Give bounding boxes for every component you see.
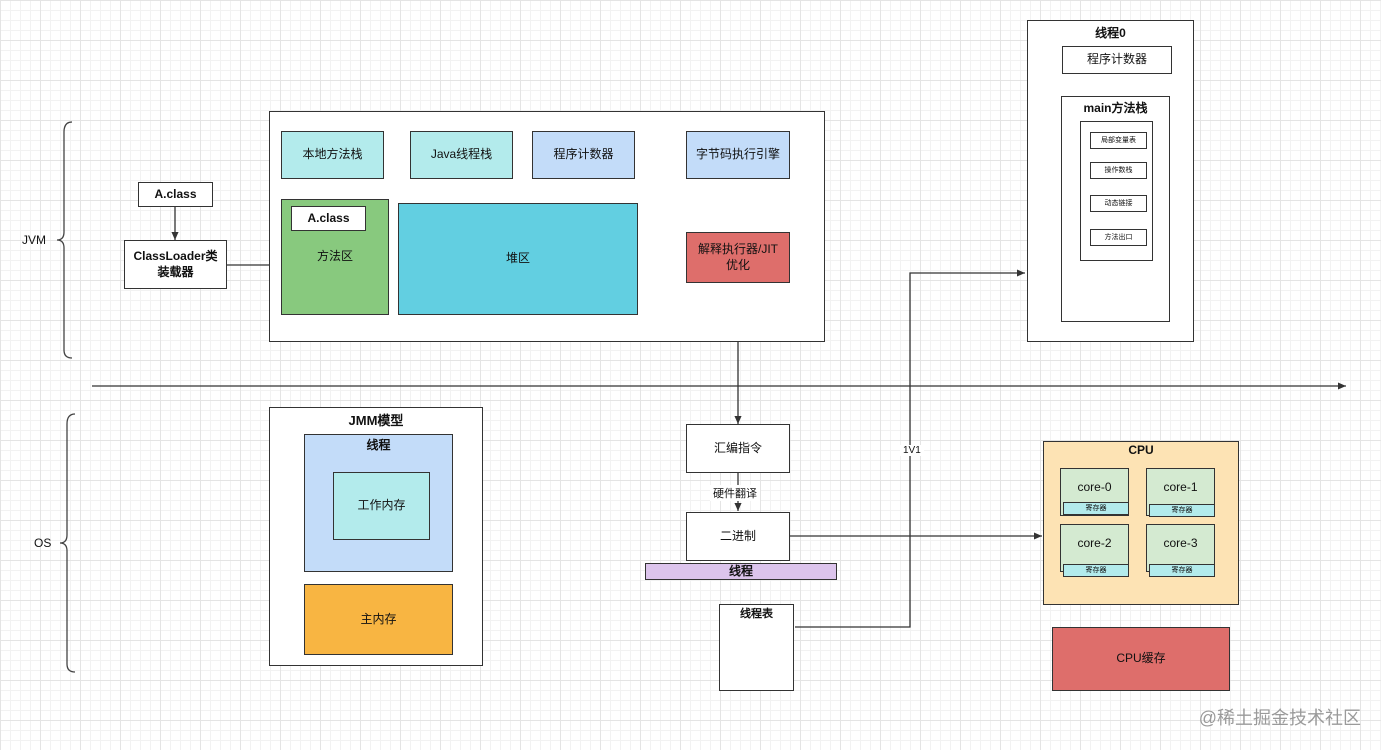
program-counter: 程序计数器 — [532, 131, 635, 179]
thread0-pc-counter: 程序计数器 — [1062, 46, 1172, 74]
assembly-instruction: 汇编指令 — [686, 424, 790, 473]
one-to-one-label: 1V1 — [900, 445, 924, 456]
hardware-translate-label: 硬件翻译 — [710, 485, 760, 501]
cpu-panel — [1043, 441, 1239, 605]
classloader-box: ClassLoader类装载器 — [124, 240, 227, 289]
binary-code: 二进制 — [686, 512, 790, 561]
bytecode-engine: 字节码执行引擎 — [686, 131, 790, 179]
interpreter-jit: 解释执行器/JIT优化 — [686, 232, 790, 283]
core-3-register: 寄存器 — [1149, 564, 1215, 577]
core-0-register: 寄存器 — [1063, 502, 1129, 515]
native-method-stack: 本地方法栈 — [281, 131, 384, 179]
frame-local-variables: 局部变量表 — [1090, 132, 1147, 149]
method-area-class: A.class — [291, 206, 366, 231]
jmm-thread-title: 线程 — [366, 438, 391, 452]
cpu-cache: CPU缓存 — [1052, 627, 1230, 691]
thread-table: 线程表 — [719, 604, 794, 691]
frame-dynamic-link: 动态链接 — [1090, 195, 1147, 212]
thread-table-title: 线程表 — [740, 608, 773, 620]
core-1-register: 寄存器 — [1149, 504, 1215, 517]
cpu-title: CPU — [1128, 443, 1154, 457]
os-brace — [59, 413, 76, 673]
jvm-label: JVM — [22, 233, 46, 247]
method-area-label: 方法区 — [316, 249, 353, 264]
working-memory: 工作内存 — [333, 472, 430, 540]
frame-method-exit: 方法出口 — [1090, 229, 1147, 246]
main-memory: 主内存 — [304, 584, 453, 655]
watermark: @稀土掘金技术社区 — [1198, 708, 1361, 728]
os-label: OS — [34, 536, 52, 550]
heap-area: 堆区 — [398, 203, 638, 315]
thread0-title: 线程0 — [1095, 26, 1126, 40]
a-class-file: A.class — [138, 182, 213, 207]
core-2-register: 寄存器 — [1063, 564, 1129, 577]
java-thread-stack: Java线程栈 — [410, 131, 513, 179]
os-thread-bar: 线程 — [645, 563, 837, 580]
frame-operand-stack: 操作数栈 — [1090, 162, 1147, 179]
jvm-brace — [56, 121, 73, 359]
jmm-model-title: JMM模型 — [348, 413, 404, 428]
main-method-stack-title: main方法栈 — [1083, 101, 1148, 115]
